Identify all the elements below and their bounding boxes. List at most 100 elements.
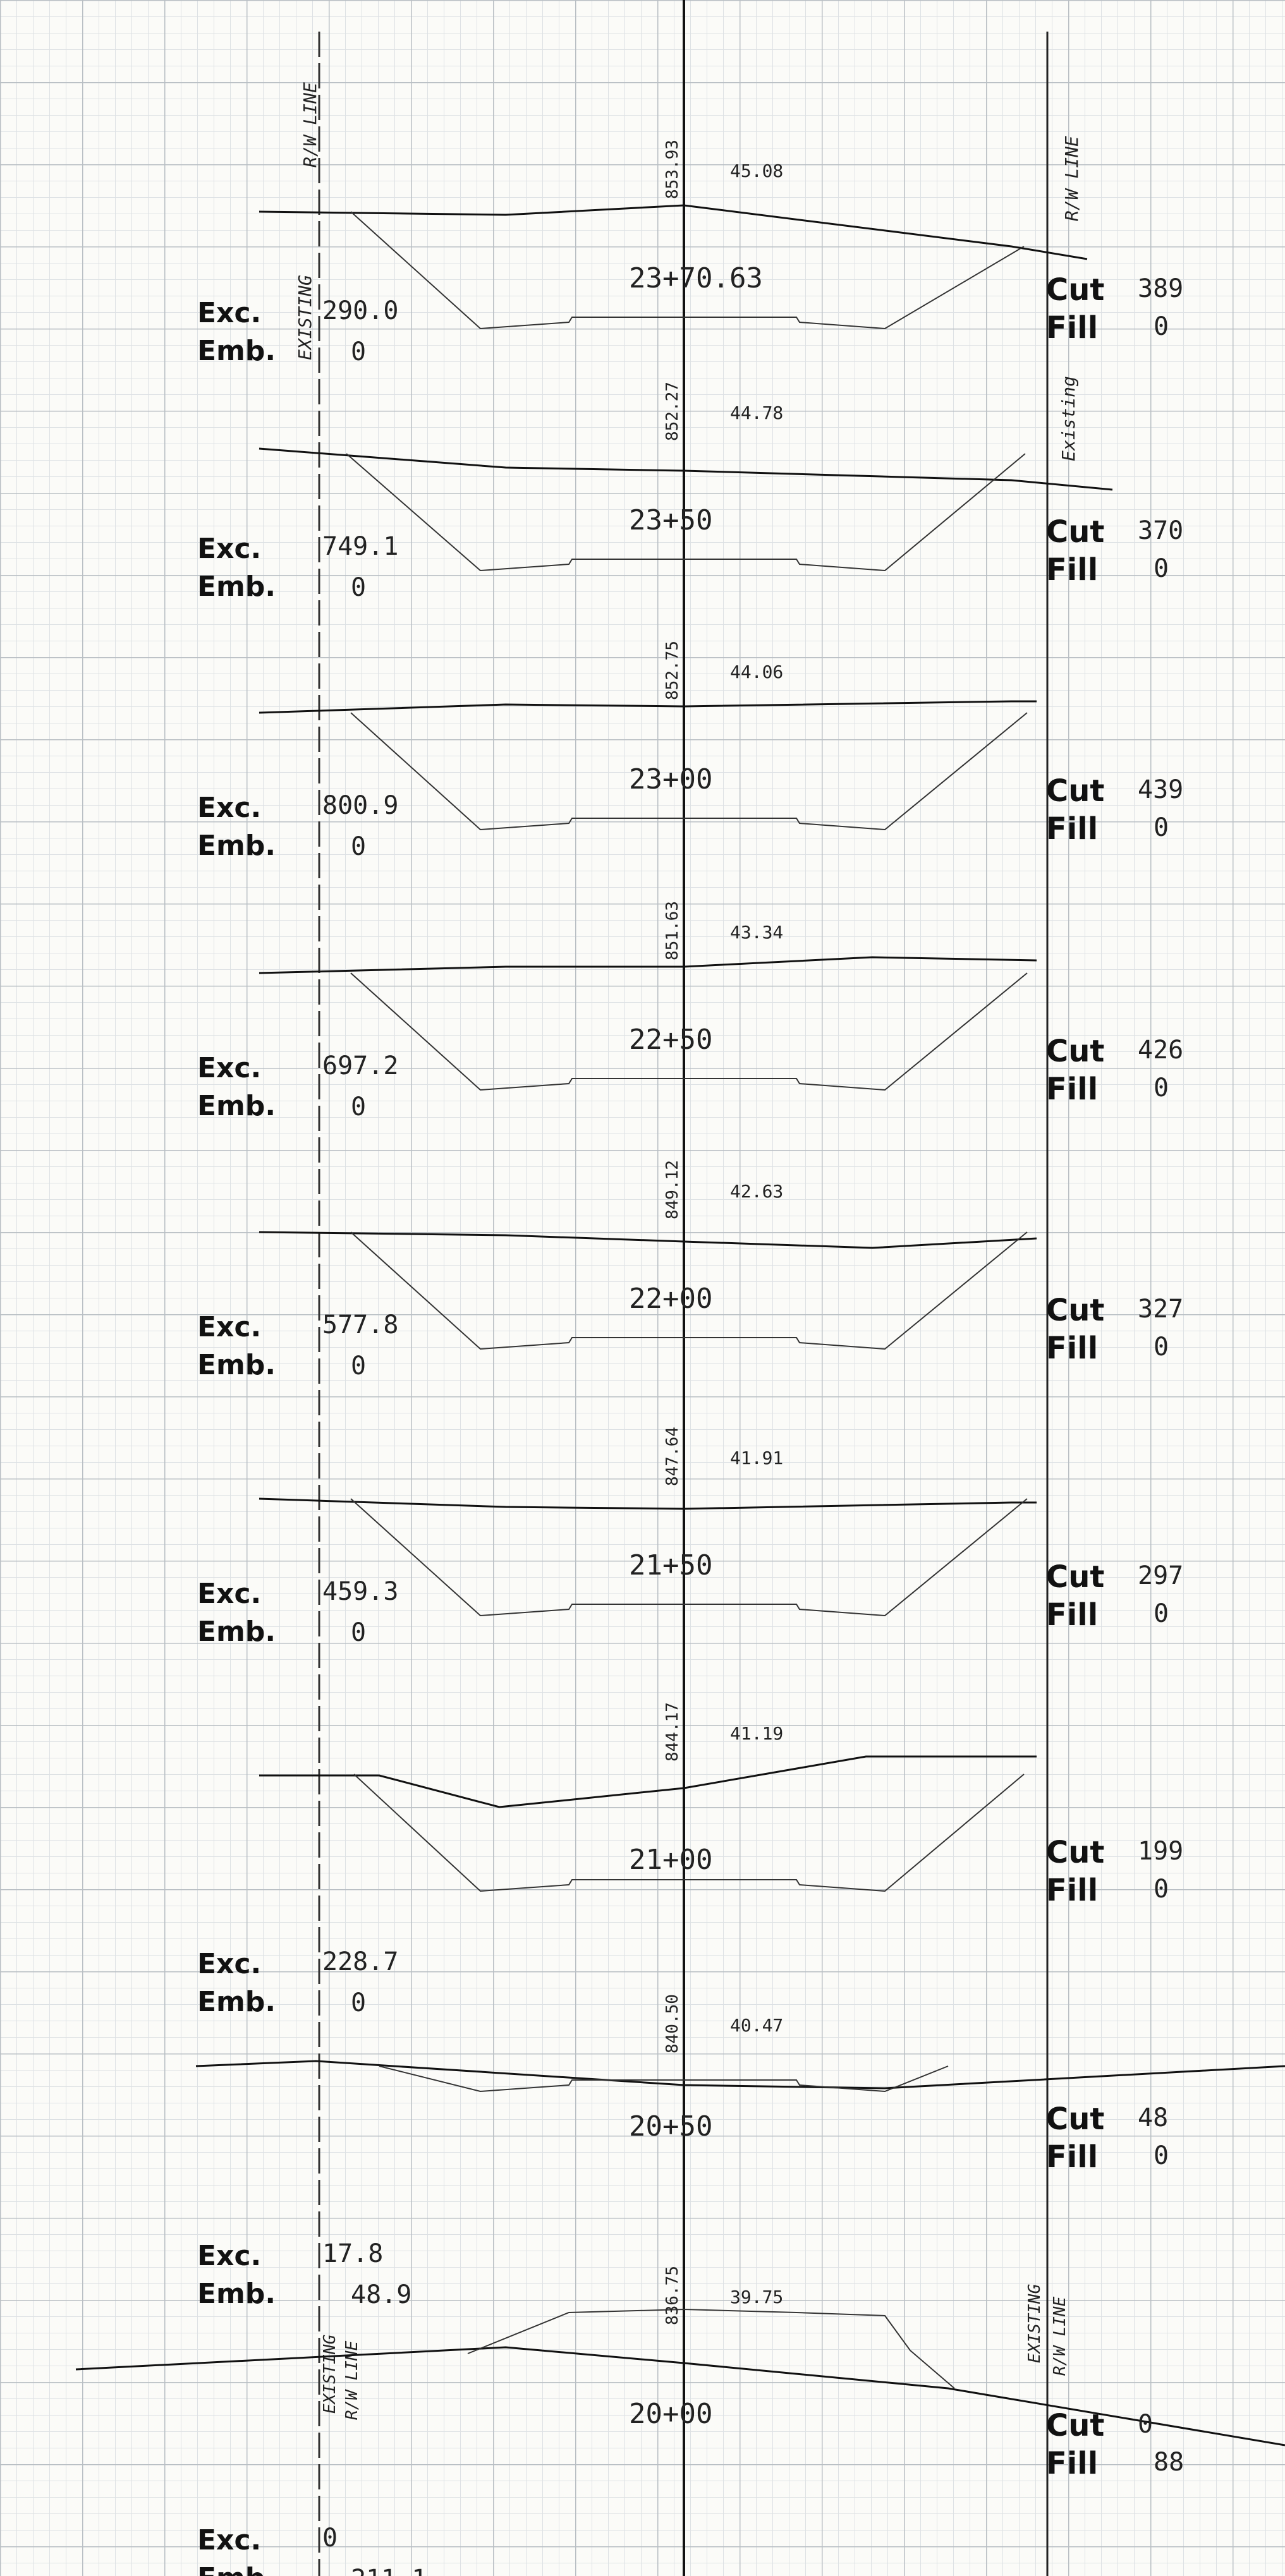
grade-elevation: 43.34 (730, 922, 783, 943)
exc-label: Exc. (197, 1311, 261, 1343)
emb-label: Emb. (197, 1090, 276, 1122)
emb-label: Emb. (197, 2278, 276, 2310)
existing-ground-line (75, 2346, 1285, 2446)
exc-value: 0 (322, 2524, 338, 2553)
emb-label: Emb. (197, 1986, 276, 2018)
cut-label: Cut (1046, 2101, 1104, 2137)
exc-label: Exc. (197, 533, 261, 565)
emb-label: Emb. (197, 1616, 276, 1648)
exc-label: Exc. (197, 1052, 261, 1084)
grade-elevation: 41.19 (730, 1723, 783, 1744)
row-line-label-left: R/W LINE (300, 82, 320, 167)
cut-value: 199 (1138, 1837, 1183, 1866)
emb-label: Emb. (197, 335, 276, 367)
existing-ground-line (259, 204, 1088, 260)
cut-value: 389 (1138, 274, 1183, 303)
fill-label: Fill (1046, 2446, 1098, 2481)
row-line-label-right: R/W LINE (1061, 136, 1082, 221)
grade-elevation: 41.91 (730, 1448, 783, 1468)
cut-label: Cut (1046, 1293, 1104, 1328)
cut-value: 426 (1138, 1036, 1183, 1065)
proposed-template-line (467, 2308, 955, 2389)
cut-label: Cut (1046, 514, 1104, 550)
proposed-template-line (379, 2065, 949, 2093)
exc-value: 800.9 (322, 791, 398, 820)
fill-label: Fill (1046, 310, 1098, 346)
centerline-elevation: 852.27 (663, 382, 682, 441)
fill-value: 0 (1154, 1073, 1169, 1103)
centerline-elevation: 840.50 (663, 1994, 682, 2053)
fill-label: Fill (1046, 1873, 1098, 1908)
cut-label: Cut (1046, 1559, 1104, 1595)
station-label: 20+50 (629, 2110, 712, 2143)
exc-value: 17.8 (322, 2239, 383, 2268)
station-label: 20+00 (629, 2398, 712, 2430)
exc-value: 290.0 (322, 296, 398, 325)
fill-value: 0 (1154, 554, 1169, 583)
station-label: 22+50 (629, 1024, 712, 1056)
fill-value: 0 (1154, 312, 1169, 341)
centerline-elevation: 836.75 (663, 2266, 682, 2325)
fill-label: Fill (1046, 1331, 1098, 1366)
emb-label: Emb. (197, 1349, 276, 1381)
fill-value: 0 (1154, 1599, 1169, 1628)
station-label: 23+70.63 (629, 262, 763, 294)
existing-ground-line (259, 1231, 1037, 1249)
grade-elevation: 44.78 (730, 402, 783, 423)
cut-label: Cut (1046, 2408, 1104, 2443)
emb-label: Emb. (197, 830, 276, 862)
fill-value: 0 (1154, 1875, 1169, 1904)
existing-ground-line (259, 447, 1113, 491)
centerline-elevation: 853.93 (663, 140, 682, 199)
exc-label: Exc. (197, 2524, 261, 2556)
emb-value: 0 (351, 1351, 366, 1381)
proposed-template-line (350, 972, 1028, 1091)
emb-label: Emb. (197, 571, 276, 603)
emb-value: 0 (351, 1988, 366, 2017)
centerline-elevation: 852.75 (663, 641, 682, 700)
cut-label: Cut (1046, 1034, 1104, 1069)
cut-value: 327 (1138, 1295, 1183, 1324)
station-label: 21+00 (629, 1844, 712, 1876)
existing-label-bottom-left: EXISTING (320, 2335, 339, 2414)
cut-label: Cut (1046, 1835, 1104, 1870)
cut-value: 48 (1138, 2103, 1168, 2132)
cut-value: 439 (1138, 775, 1183, 804)
cut-value: 0 (1138, 2410, 1153, 2439)
exc-label: Exc. (197, 2240, 261, 2272)
exc-label: Exc. (197, 1948, 261, 1980)
station-label: 22+00 (629, 1283, 712, 1315)
fill-label: Fill (1046, 1597, 1098, 1633)
cut-value: 370 (1138, 516, 1183, 545)
fill-value: 88 (1154, 2448, 1184, 2477)
fill-label: Fill (1046, 552, 1098, 588)
centerline-elevation: 851.63 (663, 901, 682, 960)
proposed-template-line (346, 453, 1026, 572)
fill-value: 0 (1154, 2141, 1169, 2170)
existing-label-right: Existing (1058, 376, 1079, 461)
emb-value: 0 (351, 1618, 366, 1647)
exc-label: Exc. (197, 297, 261, 329)
exc-value: 749.1 (322, 532, 398, 561)
station-label: 23+00 (629, 763, 712, 795)
grade-elevation: 44.06 (730, 662, 783, 682)
emb-value: 0 (351, 832, 366, 861)
emb-label: Emb. (197, 2562, 276, 2576)
existing-ground-line (259, 1497, 1037, 1510)
proposed-template-line (353, 1774, 1025, 1892)
exc-value: 459.3 (322, 1577, 398, 1606)
emb-value: 0 (351, 573, 366, 602)
exc-label: Exc. (197, 1578, 261, 1610)
fill-label: Fill (1046, 1072, 1098, 1107)
proposed-template-line (350, 1498, 1028, 1617)
existing-ground-line (259, 956, 1037, 974)
fill-label: Fill (1046, 811, 1098, 847)
existing-label-left: EXISTING (295, 275, 315, 360)
centerline-elevation: 847.64 (663, 1427, 682, 1486)
station-label: 21+50 (629, 1549, 712, 1581)
proposed-template-line (350, 712, 1028, 831)
exc-value: 697.2 (322, 1051, 398, 1080)
cut-label: Cut (1046, 773, 1104, 809)
existing-ground-line (259, 700, 1037, 714)
